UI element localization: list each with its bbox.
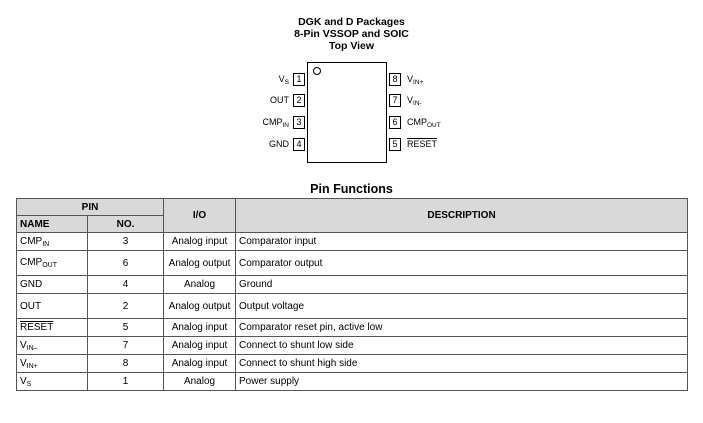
pin-name: V xyxy=(407,95,414,105)
cell-pin-number: 2 xyxy=(86,293,165,319)
pin-name: OUT xyxy=(20,300,42,312)
package-title-line-1: DGK and D Packages xyxy=(298,16,405,28)
cell-description: Output voltage xyxy=(235,293,689,319)
pin-label-left: OUT xyxy=(270,94,289,107)
pin-name: CMP xyxy=(20,257,43,268)
cell-io-type: Analog xyxy=(163,275,237,294)
pin-label-right: CMPOUT xyxy=(407,116,441,132)
cell-description: Comparator reset pin, active low xyxy=(235,318,689,337)
pin-name-subscript: IN xyxy=(42,240,50,248)
package-title-line-3: Top View xyxy=(328,40,375,52)
pin-number-right: 6 xyxy=(389,116,401,129)
pin-name-subscript: IN xyxy=(282,122,290,129)
pin-number-left: 3 xyxy=(293,116,305,129)
cell-description: Connect to shunt low side xyxy=(235,336,689,355)
pin-name: V xyxy=(278,74,285,84)
pin-label-right: VIN- xyxy=(407,94,422,110)
pin-name: GND xyxy=(269,139,289,149)
cell-description: Comparator output xyxy=(235,250,689,276)
pin1-marker-icon xyxy=(313,67,321,75)
pin-name-subscript: S xyxy=(26,380,32,388)
pin-name: RESET xyxy=(407,139,438,149)
pin-label-left: CMPIN xyxy=(263,116,290,132)
cell-description: Ground xyxy=(235,275,689,294)
pin-name: RESET xyxy=(20,322,54,333)
header-io: I/O xyxy=(163,198,237,233)
cell-pin-number: 1 xyxy=(86,372,165,391)
pin-number-right: 7 xyxy=(389,94,401,107)
pin-number-right: 5 xyxy=(389,138,401,151)
cell-pin-number: 8 xyxy=(86,354,165,373)
pin-label-left: GND xyxy=(269,138,289,151)
cell-pin-name: VIN– xyxy=(16,336,88,355)
cell-pin-name: CMPOUT xyxy=(16,250,88,276)
pin-name: CMP xyxy=(262,117,283,127)
pin-name-subscript: IN– xyxy=(26,344,38,352)
table-title: Pin Functions xyxy=(310,182,393,196)
cell-pin-name: RESET xyxy=(16,318,88,337)
pin-name: OUT xyxy=(270,95,289,105)
cell-io-type: Analog input xyxy=(163,336,237,355)
cell-description: Power supply xyxy=(235,372,689,391)
cell-pin-number: 6 xyxy=(86,250,165,276)
pin-name-subscript: S xyxy=(284,79,289,86)
header-pin: PIN xyxy=(15,198,165,216)
pin-name-subscript: OUT xyxy=(42,262,58,269)
pin-name-subscript: IN- xyxy=(413,100,422,107)
pin-name-subscript: IN+ xyxy=(26,362,38,370)
cell-io-type: Analog xyxy=(163,372,237,391)
cell-io-type: Analog input xyxy=(163,354,237,373)
pin-name-subscript: OUT xyxy=(427,122,441,129)
cell-io-type: Analog output xyxy=(163,250,237,276)
cell-pin-number: 5 xyxy=(86,318,165,337)
pin-number-left: 4 xyxy=(293,138,305,151)
pin-name: GND xyxy=(20,279,43,290)
pin-name: V xyxy=(20,339,27,351)
pin-number-left: 1 xyxy=(293,73,305,86)
header-description: DESCRIPTION xyxy=(235,198,689,233)
cell-io-type: Analog input xyxy=(163,318,237,337)
pin-label-right: RESET xyxy=(407,138,437,151)
cell-pin-number: 4 xyxy=(86,275,165,294)
cell-pin-number: 3 xyxy=(86,232,165,251)
cell-io-type: Analog input xyxy=(163,232,237,251)
header-no: NO. xyxy=(86,215,165,233)
pin-label-left: VS xyxy=(279,73,289,89)
cell-pin-name: GND xyxy=(16,275,88,294)
pin-number-left: 2 xyxy=(293,94,305,107)
ic-package-body xyxy=(307,62,387,163)
package-title-line-2: 8-Pin VSSOP and SOIC xyxy=(294,28,409,40)
cell-description: Comparator input xyxy=(235,232,689,251)
cell-io-type: Analog output xyxy=(163,293,237,319)
package-title: DGK and D Packages 8-Pin VSSOP and SOIC … xyxy=(0,16,703,52)
pin-name-subscript: IN+ xyxy=(413,79,424,86)
cell-pin-number: 7 xyxy=(86,336,165,355)
pin-name: V xyxy=(20,357,27,369)
cell-description: Connect to shunt high side xyxy=(235,354,689,373)
cell-pin-name: CMPIN xyxy=(16,232,88,251)
cell-pin-name: VIN+ xyxy=(16,354,88,373)
header-name: NAME xyxy=(16,215,88,233)
cell-pin-name: OUT xyxy=(16,293,88,319)
pin-name: CMP xyxy=(20,235,43,247)
pin-name: CMP xyxy=(407,117,427,127)
pin-number-right: 8 xyxy=(389,73,401,86)
pin-label-right: VIN+ xyxy=(407,73,423,89)
pin-name: V xyxy=(407,74,414,84)
cell-pin-name: VS xyxy=(16,372,88,391)
pin-name: V xyxy=(20,375,27,387)
